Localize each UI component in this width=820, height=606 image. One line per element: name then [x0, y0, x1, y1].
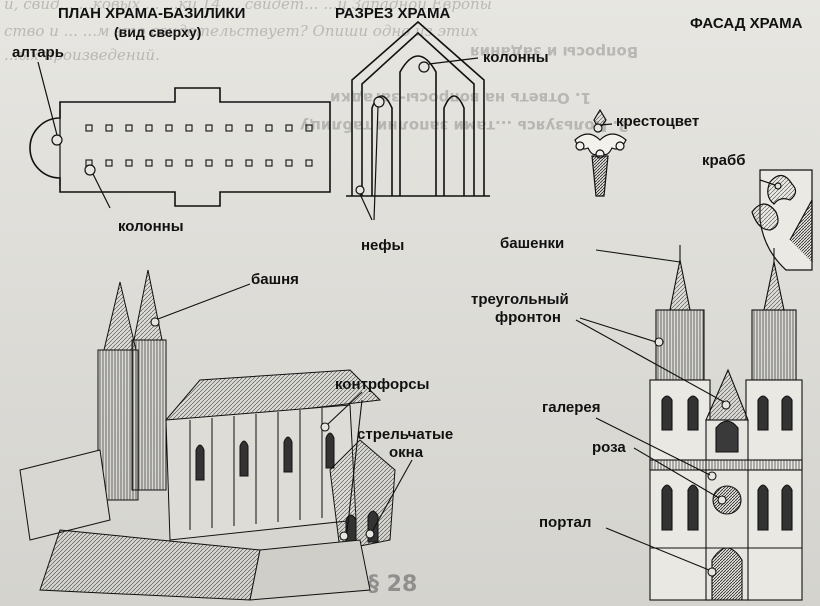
- label-columns-section: колонны: [483, 49, 549, 66]
- label-lancet-line1: стрельчатые: [357, 426, 454, 443]
- label-portal: портал: [539, 514, 592, 531]
- plan-callouts: [37, 61, 111, 209]
- label-gallery: галерея: [542, 399, 601, 416]
- bg-text-line-3: ...ых произведений.: [4, 46, 160, 64]
- page-number: § 28: [368, 572, 418, 597]
- facade-callouts: [575, 249, 731, 577]
- crabb-detail: [751, 169, 813, 271]
- facade-drawing: [649, 245, 803, 601]
- label-bashenki: башенки: [500, 235, 565, 252]
- perspective-callouts: [150, 283, 413, 541]
- section-callouts: [355, 57, 479, 221]
- crestocvet-ornament: [574, 108, 627, 197]
- label-altar: алтарь: [12, 44, 64, 61]
- label-pediment-line1: треугольный: [471, 291, 569, 308]
- section-title: РАЗРЕЗ ХРАМА: [335, 5, 451, 22]
- label-tower: башня: [251, 271, 299, 288]
- label-naves: нефы: [361, 237, 405, 254]
- label-crestocvet: крестоцвет: [616, 113, 700, 130]
- label-buttresses: контрфорсы: [335, 376, 430, 393]
- label-crabb: крабб: [702, 152, 746, 169]
- label-lancet-line2: окна: [389, 444, 424, 461]
- cross-section: [346, 20, 490, 197]
- bg-text-line-2: ство и ... ...м это свидетельствует? Опи…: [4, 22, 479, 40]
- label-pediment-line2: фронтон: [495, 309, 561, 326]
- bg-text-line-top: и, свид... ...ковых ... ...ки 14..., сви…: [4, 0, 492, 13]
- facade-title: ФАСАД ХРАМА: [690, 15, 803, 32]
- label-columns-plan: колонны: [118, 218, 184, 235]
- plan-columns: [85, 124, 313, 167]
- cathedral-perspective: [19, 269, 396, 601]
- basilica-plan: [29, 87, 331, 207]
- plan-title: ПЛАН ХРАМА-БАЗИЛИКИ: [58, 5, 246, 22]
- label-rose: роза: [592, 439, 626, 456]
- plan-subtitle: (вид сверху): [114, 24, 202, 40]
